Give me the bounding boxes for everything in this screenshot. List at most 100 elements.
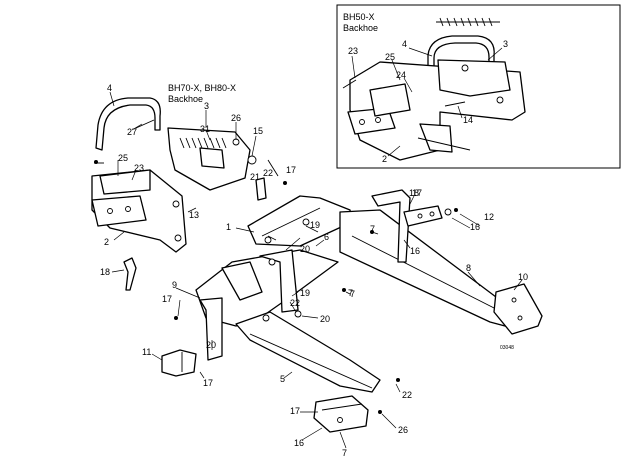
callout-3: 3 <box>204 101 209 111</box>
leader-20-c <box>371 231 379 235</box>
leader-20-a <box>267 235 277 241</box>
callout-22-mid: 22 <box>290 298 300 308</box>
callout-17-top: 17 <box>286 165 296 175</box>
inset-arm-edge <box>417 137 471 151</box>
spring-part-31 <box>179 137 227 149</box>
leader-19-b <box>291 291 299 297</box>
inset-leader-25 <box>391 59 401 81</box>
callout-11: 11 <box>142 347 151 357</box>
callout-26: 26 <box>231 113 241 123</box>
callout-10: 10 <box>518 272 528 282</box>
bracket-part-26 <box>313 395 369 433</box>
bolt-22 <box>267 159 279 177</box>
callout-8: 9 <box>172 280 177 290</box>
callout-17-low: 17 <box>203 378 213 388</box>
callout-20-d: 20 <box>320 314 330 324</box>
callout-9-b: 16 <box>470 222 480 232</box>
callout-7-right: 7 <box>348 288 353 298</box>
inset-pin-14 <box>444 101 466 107</box>
leader-4 <box>109 91 115 107</box>
leader-9-b <box>451 217 471 229</box>
leader-16-top <box>409 195 415 205</box>
callout-13: 13 <box>189 210 199 220</box>
callout-15: 15 <box>253 126 263 136</box>
leader-16-bot <box>301 427 323 441</box>
inset-hole-1 <box>359 119 365 125</box>
leader-19-a <box>285 237 301 251</box>
callout-17-left: 17 <box>162 294 172 304</box>
pin-27 <box>135 119 155 129</box>
inset-title-line1: BH50-X <box>343 12 375 22</box>
bracket-part-9 <box>371 189 411 263</box>
callout-21: 21 <box>250 172 260 182</box>
callout-7-b: 7 <box>350 289 355 299</box>
inset-leader-23 <box>351 55 356 79</box>
callout-1: 1 <box>226 222 231 232</box>
main-frame-assembly: 19 20 7 6 8 9 16 18 12 17 16 19 22 20 20… <box>142 159 543 458</box>
inset-leader-14 <box>457 105 463 119</box>
inset-callout-25: 25 <box>385 52 395 62</box>
frame-5-edge <box>249 333 373 389</box>
hole-cm-1 <box>264 236 272 244</box>
callout-7-a: 6 <box>324 232 329 242</box>
inset-arm <box>419 123 453 153</box>
leader-10 <box>513 279 523 291</box>
callout-12: 18 <box>100 267 110 277</box>
leader-22-low <box>395 383 401 393</box>
b16-hole-1 <box>417 213 423 219</box>
callout-17-right: 17 <box>412 188 422 198</box>
nut-26 <box>378 410 382 414</box>
leader-23 <box>131 169 137 181</box>
nut-17-left <box>174 316 178 320</box>
crossmember-edge <box>261 207 321 237</box>
leader-7-b <box>345 291 351 295</box>
leader-17-left <box>177 299 181 317</box>
inset-callout-2: 2 <box>382 154 387 164</box>
bracket-26-edge <box>321 403 363 411</box>
crossmember-part-1 <box>247 195 353 247</box>
nut-22-low <box>396 378 400 382</box>
leader-18 <box>459 213 481 227</box>
inset-spring <box>436 17 500 27</box>
washer-18 <box>444 208 452 216</box>
clamp-part-11 <box>161 349 197 377</box>
main-label-line1: BH70-X, BH80-X <box>168 83 236 93</box>
leader-5 <box>283 371 293 379</box>
inset-hole-3 <box>461 64 469 72</box>
callout-16-top: 18 <box>409 188 419 198</box>
callout-20-e: 20 <box>206 340 216 350</box>
leader-7-bot <box>339 431 347 449</box>
inset-leader-3 <box>487 47 503 61</box>
hole-c <box>172 200 180 208</box>
callout-5: 5 <box>280 374 285 384</box>
inset-callout-3: 3 <box>503 39 508 49</box>
inset-bolt-23 <box>342 79 357 89</box>
b26-hole <box>337 417 343 423</box>
ep-hole-1 <box>511 297 517 303</box>
nut-7-mid <box>342 288 346 292</box>
ep-hole-2 <box>517 315 523 321</box>
figure-code: 03048 <box>500 345 514 351</box>
hole-frame-2 <box>294 310 302 318</box>
hole-frame-1 <box>268 258 276 266</box>
leader-20-d <box>301 315 319 319</box>
callout-20-c: 7 <box>370 224 375 234</box>
frame-6-edge <box>351 235 499 311</box>
leader-12 <box>111 269 125 273</box>
callout-31: 31 <box>200 124 210 134</box>
inset-callout-14: 14 <box>463 115 473 125</box>
callout-18: 12 <box>484 212 494 222</box>
callout-9-a: 16 <box>410 246 420 256</box>
leader-22-mid <box>289 301 297 313</box>
frame-part-5 <box>235 311 381 393</box>
leader-20-b <box>305 225 319 233</box>
hole-cm-2 <box>302 218 310 226</box>
dot-23 <box>94 160 98 164</box>
callout-2: 2 <box>104 237 109 247</box>
foot-plate <box>91 195 147 227</box>
callout-20-b: 19 <box>310 220 320 230</box>
nut-15 <box>247 155 257 165</box>
b16-hole-2 <box>429 211 435 217</box>
